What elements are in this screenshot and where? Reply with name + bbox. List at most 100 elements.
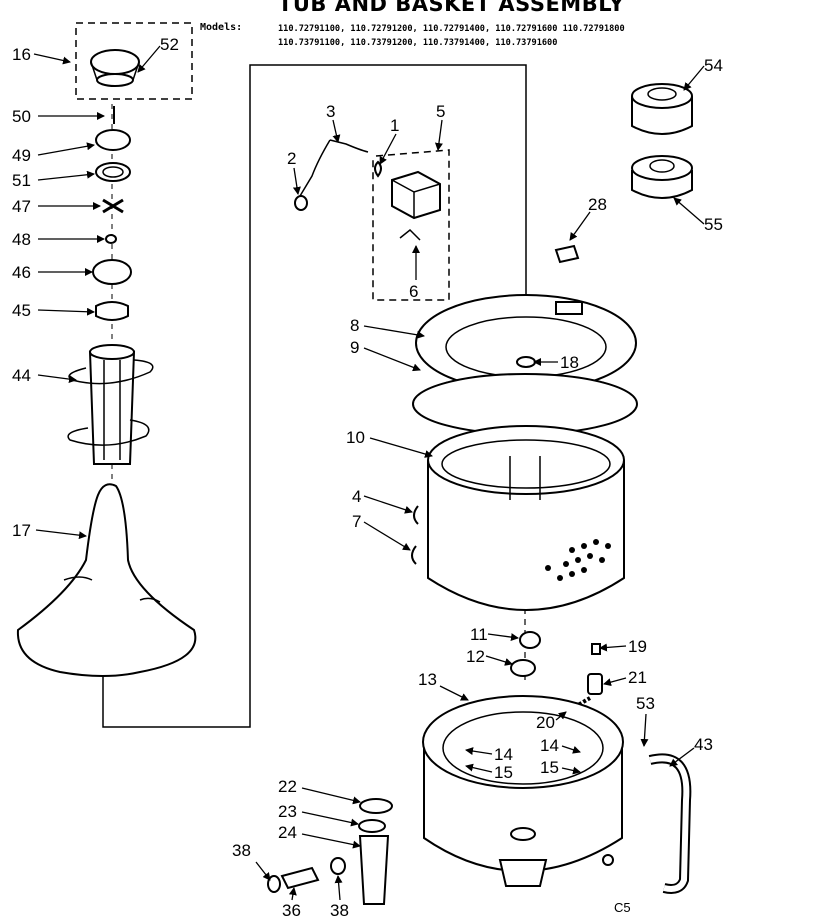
callout-7: 7 — [352, 512, 411, 551]
callout-47: 47 — [12, 197, 101, 216]
callout-38b: 38 — [330, 875, 349, 920]
part-number-label: 38 — [330, 901, 349, 920]
leader-line — [561, 745, 581, 754]
callout-17: 17 — [12, 521, 87, 540]
callout-8: 8 — [350, 316, 425, 339]
leader-line — [465, 747, 493, 756]
leader-line — [673, 197, 705, 225]
tub-ring — [412, 373, 638, 435]
callout-22: 22 — [278, 777, 361, 805]
part-number-label: 22 — [278, 777, 297, 796]
leader-line — [363, 325, 425, 339]
leader-line — [255, 861, 271, 881]
part-number-label: 21 — [628, 668, 647, 687]
callout-3: 3 — [326, 102, 341, 143]
model-numbers-line-2: 110.73791100, 110.73791200, 110.73791400… — [278, 38, 558, 48]
leader-line — [35, 529, 87, 540]
part-number-label: 16 — [12, 45, 31, 64]
leader-line — [301, 787, 361, 805]
leader-line — [37, 142, 95, 156]
callout-36: 36 — [282, 887, 301, 920]
basket-clip-upper — [413, 505, 419, 525]
callout-10: 10 — [346, 428, 433, 458]
part-number-label: 6 — [409, 282, 418, 301]
callout-24: 24 — [278, 823, 361, 849]
part-number-label: 12 — [466, 647, 485, 666]
part-number-label: 51 — [12, 171, 31, 190]
callout-38a: 38 — [232, 841, 271, 881]
callout-49: 49 — [12, 142, 95, 165]
callout-6: 6 — [409, 245, 420, 301]
callout-50: 50 — [12, 107, 105, 126]
callout-21: 21 — [603, 668, 647, 687]
part-number-label: 20 — [536, 713, 555, 732]
leader-line — [603, 677, 627, 687]
leader-line — [561, 766, 581, 775]
lid-switch-assembly — [391, 170, 441, 241]
callout-14a: 14 — [465, 745, 513, 764]
part-number-label: 50 — [12, 107, 31, 126]
callout-2: 2 — [287, 149, 301, 195]
basket-holes — [545, 539, 611, 581]
leader-line — [37, 307, 95, 316]
part-number-label: 53 — [636, 694, 655, 713]
part-number-label: 45 — [12, 301, 31, 320]
part-number-label: 17 — [12, 521, 31, 540]
outer-tub — [422, 695, 624, 887]
part-number-label: 48 — [12, 230, 31, 249]
callout-55: 55 — [673, 197, 723, 234]
part-number-label: 9 — [350, 338, 359, 357]
callout-43: 43 — [669, 735, 713, 767]
leader-line — [33, 53, 71, 65]
leader-line — [485, 655, 513, 666]
callout-11: 11 — [470, 625, 519, 644]
leader-line — [569, 211, 591, 241]
part-number-label: 10 — [346, 428, 365, 447]
part-number-label: 47 — [12, 197, 31, 216]
callout-53: 53 — [636, 694, 655, 747]
leader-line — [292, 167, 301, 195]
leader-line — [363, 347, 421, 372]
lid-switch-wiring — [294, 139, 382, 211]
callout-15b: 15 — [540, 758, 581, 777]
part-number-label: 43 — [694, 735, 713, 754]
part-number-label: 28 — [588, 195, 607, 214]
part-number-label: 23 — [278, 802, 297, 821]
callout-1: 1 — [379, 116, 399, 165]
agitator-cap — [90, 49, 140, 87]
part-number-label: 7 — [352, 512, 361, 531]
agitator-small-parts — [92, 106, 132, 321]
callout-46: 46 — [12, 263, 93, 282]
callout-18: 18 — [533, 353, 579, 372]
part-number-label: 2 — [287, 149, 296, 168]
basket-clip-lower — [411, 545, 417, 565]
leader-line — [640, 713, 649, 747]
callout-14b: 14 — [540, 736, 581, 755]
callout-48: 48 — [12, 230, 105, 249]
part-number-label: 55 — [704, 215, 723, 234]
fabric-softener-dispenser — [631, 83, 693, 135]
part-number-label: 14 — [540, 736, 559, 755]
callout-5: 5 — [434, 102, 445, 151]
part-number-label: 19 — [628, 637, 647, 656]
callout-20: 20 — [536, 711, 567, 732]
diagram-code: C5 — [614, 900, 631, 915]
leader-line — [37, 170, 95, 181]
part-number-label: 5 — [436, 102, 445, 121]
diagram-title: TUB AND BASKET ASSEMBLY — [278, 0, 625, 16]
leader-line — [137, 45, 161, 73]
callout-9: 9 — [350, 338, 421, 372]
leader-line — [669, 747, 695, 767]
drain-hose — [648, 753, 692, 894]
part-number-label: 15 — [540, 758, 559, 777]
part-number-label: 36 — [282, 901, 301, 920]
model-numbers-line-1: 110.72791100, 110.72791200, 110.72791400… — [278, 24, 625, 34]
leader-line — [288, 887, 297, 901]
pump-parts — [267, 798, 393, 905]
leader-line — [332, 119, 341, 143]
leader-line — [334, 875, 343, 901]
callout-4: 4 — [352, 487, 413, 514]
leader-line — [301, 811, 359, 827]
